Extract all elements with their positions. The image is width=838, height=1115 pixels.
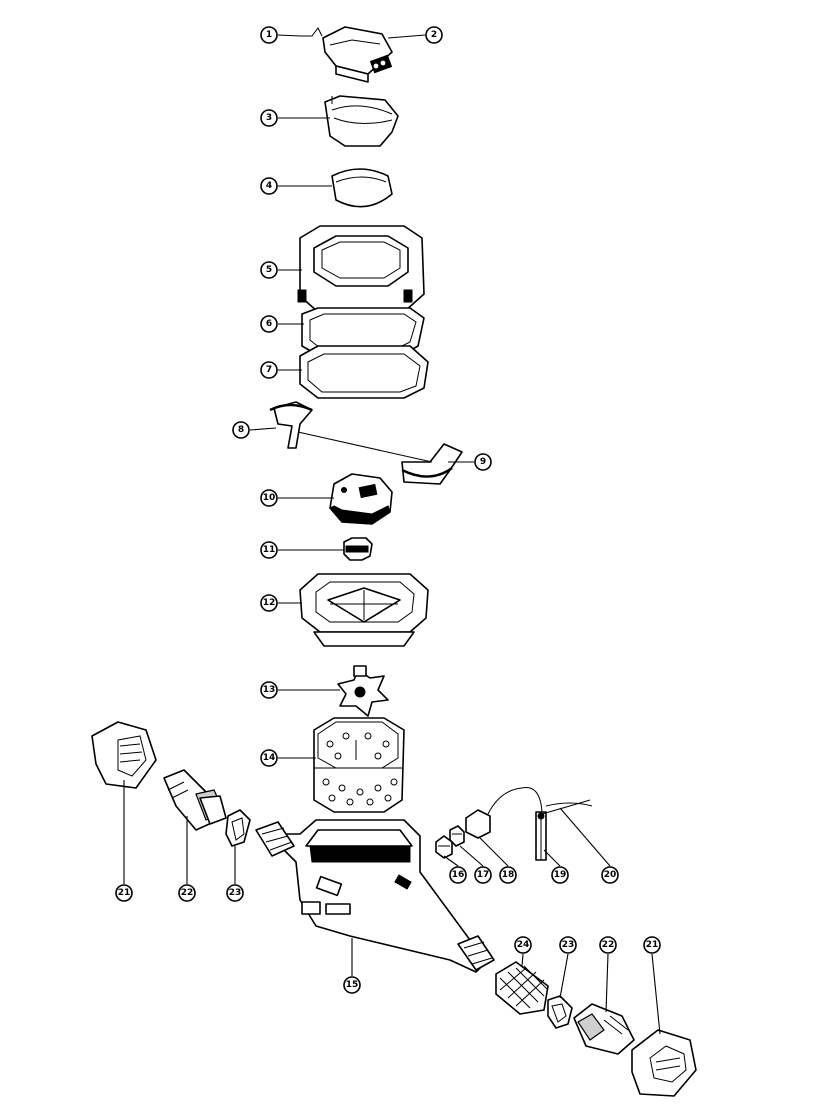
callout-1: 1 — [260, 26, 278, 44]
callout-24-label: 24 — [517, 940, 530, 950]
callout-20: 20 — [601, 866, 619, 884]
callout-14-label: 14 — [263, 753, 276, 763]
part-register-housing — [297, 225, 425, 313]
callout-3-label: 3 — [266, 113, 272, 123]
part-retaining-clip-right — [297, 431, 463, 485]
callout-15-label: 15 — [346, 980, 359, 990]
part-meter-body — [255, 819, 495, 973]
callout-22-right-label: 22 — [602, 940, 615, 950]
callout-18-label: 18 — [502, 870, 515, 880]
part-sensor-body — [465, 787, 523, 839]
callout-4-label: 4 — [266, 181, 272, 191]
callout-3: 3 — [260, 109, 278, 127]
callout-2-label: 2 — [431, 30, 437, 40]
part-measuring-chamber — [313, 717, 405, 813]
callout-23-left: 23 — [226, 884, 244, 902]
callout-22-right: 22 — [599, 936, 617, 954]
part-tailpiece-left — [163, 769, 227, 831]
callout-12-label: 12 — [263, 598, 276, 608]
callout-21-right-label: 21 — [646, 940, 659, 950]
callout-7: 7 — [260, 361, 278, 379]
callout-23-right: 23 — [559, 936, 577, 954]
callout-22-left: 22 — [178, 884, 196, 902]
part-washer-right — [547, 995, 573, 1029]
callout-16-label: 16 — [452, 870, 465, 880]
callout-19: 19 — [551, 866, 569, 884]
callout-19-label: 19 — [554, 870, 567, 880]
callout-21-right: 21 — [643, 936, 661, 954]
callout-12: 12 — [260, 594, 278, 612]
part-lens — [331, 168, 393, 208]
callout-23-right-label: 23 — [562, 940, 575, 950]
part-gasket-upper — [301, 307, 425, 355]
inlet-thread — [255, 821, 295, 857]
callout-20-label: 20 — [604, 870, 617, 880]
callout-9: 9 — [474, 453, 492, 471]
callout-10: 10 — [260, 489, 278, 507]
part-sensor-screw — [435, 835, 453, 859]
callout-13: 13 — [260, 681, 278, 699]
callout-17-label: 17 — [477, 870, 490, 880]
callout-16: 16 — [449, 866, 467, 884]
part-gear-train — [329, 473, 393, 525]
outlet-thread — [457, 935, 495, 971]
callout-24: 24 — [514, 936, 532, 954]
callout-8: 8 — [232, 421, 250, 439]
callout-23-left-label: 23 — [229, 888, 242, 898]
part-strainer-right — [495, 961, 549, 1015]
callout-15: 15 — [343, 976, 361, 994]
part-washer-left — [225, 809, 251, 847]
callout-6-label: 6 — [266, 319, 272, 329]
part-union-nut-left — [91, 721, 157, 789]
part-union-nut-right — [631, 1029, 697, 1097]
callout-1-label: 1 — [266, 30, 272, 40]
part-impeller — [337, 665, 389, 717]
callout-6: 6 — [260, 315, 278, 333]
part-signal-cable — [541, 799, 593, 815]
callout-11: 11 — [260, 541, 278, 559]
callout-11-label: 11 — [263, 545, 276, 555]
callout-2: 2 — [425, 26, 443, 44]
part-lid-ring — [324, 95, 399, 147]
callout-14: 14 — [260, 749, 278, 767]
callout-13-label: 13 — [263, 685, 276, 695]
callout-8-label: 8 — [238, 425, 244, 435]
callout-9-label: 9 — [480, 457, 486, 467]
leader-lines — [123, 34, 661, 1035]
part-retaining-clip-left — [269, 401, 313, 449]
part-register-cover — [300, 26, 393, 83]
part-sensor-nut — [449, 825, 465, 847]
callout-5: 5 — [260, 261, 278, 279]
callout-22-left-label: 22 — [181, 888, 194, 898]
part-pulse-probe — [521, 787, 547, 861]
callout-21-left: 21 — [115, 884, 133, 902]
part-gasket-lower — [299, 345, 429, 399]
part-seal-ring — [343, 537, 373, 561]
part-chamber-cover — [299, 573, 429, 647]
callout-10-label: 10 — [263, 493, 276, 503]
callout-5-label: 5 — [266, 265, 272, 275]
callout-4: 4 — [260, 177, 278, 195]
callout-18: 18 — [499, 866, 517, 884]
callout-21-left-label: 21 — [118, 888, 131, 898]
part-tailpiece-right — [573, 1003, 635, 1055]
callout-7-label: 7 — [266, 365, 272, 375]
callout-17: 17 — [474, 866, 492, 884]
